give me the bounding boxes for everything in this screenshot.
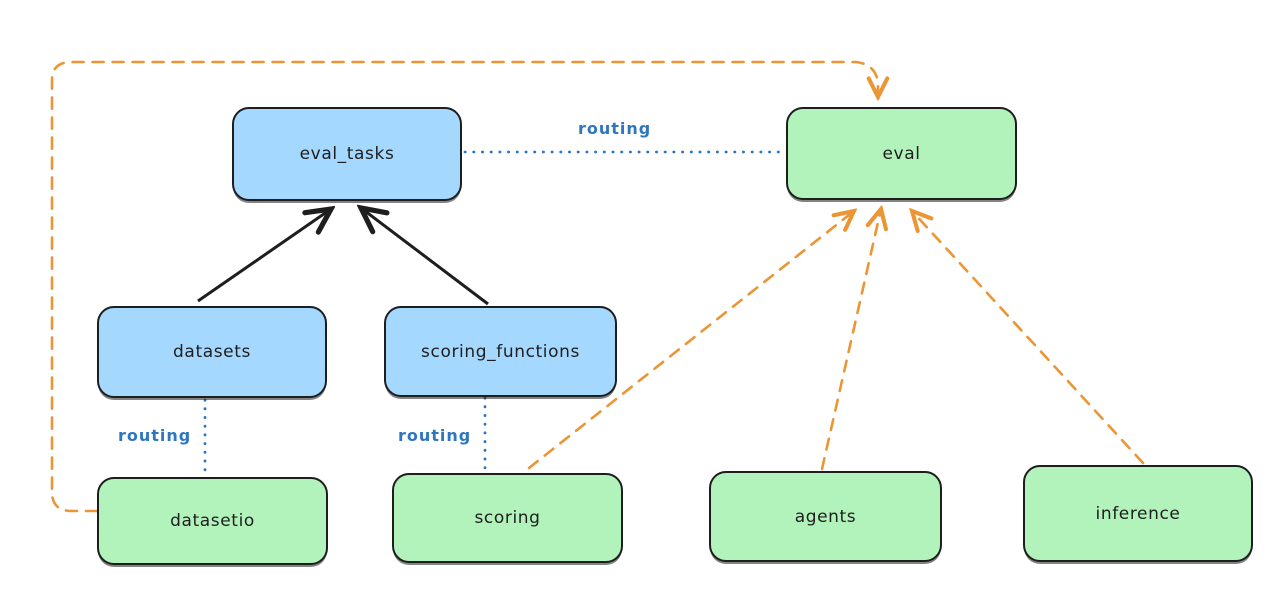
node-agents: agents	[709, 471, 942, 562]
node-datasetio: datasetio	[97, 477, 328, 565]
node-datasets: datasets	[97, 306, 327, 398]
node-inference-label: inference	[1095, 503, 1181, 524]
node-scoring: scoring	[392, 473, 623, 563]
edge-label-routing-datasets-datasetio: routing	[118, 426, 192, 445]
node-scoring-functions: scoring_functions	[384, 306, 617, 397]
edge-datasetio-to-eval	[50, 60, 878, 513]
node-eval-label: eval	[882, 143, 921, 164]
edge-scoring-functions-to-eval-tasks	[361, 208, 489, 306]
edge-label-routing-scoring-functions-scoring: routing	[398, 426, 472, 445]
edge-datasets-to-eval-tasks	[197, 209, 331, 303]
node-datasetio-label: datasetio	[170, 511, 255, 531]
edge-inference-to-eval	[912, 211, 1145, 465]
node-eval: eval	[786, 107, 1017, 200]
node-eval-tasks: eval_tasks	[232, 107, 462, 201]
node-scoring-functions-label: scoring_functions	[421, 341, 580, 362]
edge-agents-to-eval	[820, 209, 881, 471]
node-datasets-label: datasets	[173, 342, 251, 362]
node-agents-label: agents	[794, 506, 857, 527]
node-eval-tasks-label: eval_tasks	[299, 144, 395, 164]
node-scoring-label: scoring	[474, 508, 541, 528]
edge-scoring-to-eval	[527, 211, 854, 470]
node-inference: inference	[1023, 465, 1253, 562]
edge-label-routing-eval-tasks-eval: routing	[578, 119, 652, 138]
